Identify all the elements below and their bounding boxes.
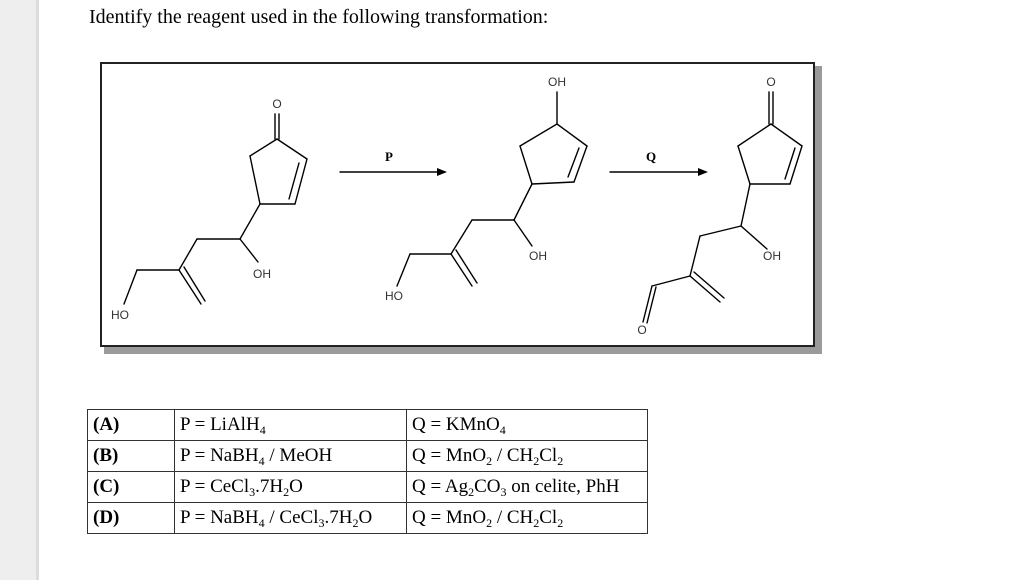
option-reagent-p: P = CeCl3.7H2O xyxy=(174,471,407,503)
option-reagent-q: Q = Ag2CO3 on celite, PhH xyxy=(406,471,648,503)
option-reagent-q: Q = MnO2 / CH2Cl2 xyxy=(406,502,648,534)
molecule-3-oh: OH xyxy=(763,249,781,263)
arrow-2-head xyxy=(698,168,708,176)
option-reagent-p: P = NaBH4 / MeOH xyxy=(174,440,407,472)
option-letter: (C) xyxy=(87,471,175,503)
option-letter: (A) xyxy=(87,409,175,441)
molecule-1-carbonyl-o: O xyxy=(272,97,281,111)
option-reagent-p: P = NaBH4 / CeCl3.7H2O xyxy=(174,502,407,534)
molecule-3-carbonyl-o: O xyxy=(766,75,775,89)
molecule-1-ho: HO xyxy=(111,308,129,322)
molecule-3-aldehyde-o: O xyxy=(637,323,646,337)
left-margin xyxy=(0,0,36,580)
option-letter: (D) xyxy=(87,502,175,534)
molecule-2 xyxy=(396,91,588,287)
reaction-scheme-drawing: P Q O OH HO OH OH HO O OH O xyxy=(111,75,803,337)
molecule-1 xyxy=(123,113,308,305)
option-reagent-q: Q = MnO2 / CH2Cl2 xyxy=(406,440,648,472)
molecule-2-top-oh: OH xyxy=(548,75,566,89)
left-margin-rule xyxy=(36,0,39,580)
option-reagent-q: Q = KMnO4 xyxy=(406,409,648,441)
molecule-3 xyxy=(642,91,803,324)
arrow-2-label: Q xyxy=(646,149,656,164)
option-letter: (B) xyxy=(87,440,175,472)
arrow-1-head xyxy=(437,168,447,176)
arrow-1-label: P xyxy=(385,149,393,164)
question-text: Identify the reagent used in the followi… xyxy=(89,6,549,28)
reaction-scheme: P Q O OH HO OH OH HO O OH O xyxy=(100,62,815,347)
molecule-2-side-oh: OH xyxy=(529,249,547,263)
molecule-2-ho: HO xyxy=(385,289,403,303)
molecule-1-oh: OH xyxy=(253,267,271,281)
option-reagent-p: P = LiAlH4 xyxy=(174,409,407,441)
